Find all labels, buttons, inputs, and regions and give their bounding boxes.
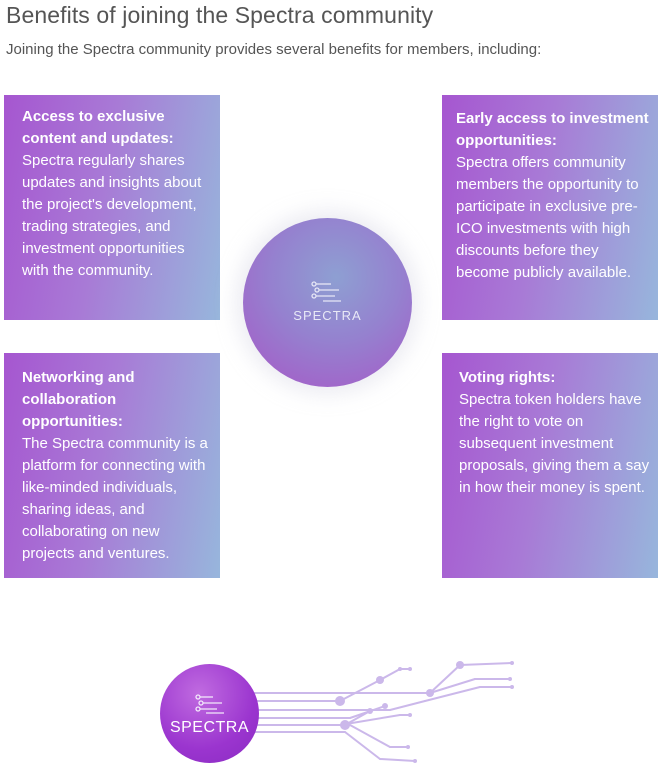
benefit-card-title: Networking and collaboration opportuniti… [22, 369, 135, 430]
circuit-lines-icon [311, 281, 341, 302]
benefit-card-networking: Networking and collaboration opportuniti… [4, 353, 220, 578]
benefit-card-body: Spectra offers community members the opp… [456, 154, 639, 281]
benefit-card-exclusive-content: Access to exclusive content and updates:… [4, 95, 220, 320]
circuit-lines-icon [195, 694, 224, 714]
page-title: Benefits of joining the Spectra communit… [6, 2, 434, 28]
benefit-card-body: Spectra regularly shares updates and ins… [22, 152, 202, 279]
circuit-lines-decoration [250, 661, 514, 763]
benefit-card-title: Early access to investment opportunities… [456, 110, 649, 149]
benefit-card-body: The Spectra community is a platform for … [22, 435, 208, 562]
center-spectra-logo: SPECTRA [243, 218, 412, 387]
center-logo-text: SPECTRA [293, 308, 362, 323]
benefit-card-title: Voting rights: [459, 369, 556, 386]
benefit-card-body: Spectra token holders have the right to … [459, 391, 650, 496]
page-subtitle: Joining the Spectra community provides s… [6, 41, 542, 58]
benefit-card-title: Access to exclusive content and updates: [22, 108, 174, 147]
benefit-card-voting-rights: Voting rights: Spectra token holders hav… [442, 353, 658, 578]
benefit-card-early-access: Early access to investment opportunities… [442, 95, 658, 320]
bottom-logo-text: SPECTRA [169, 719, 250, 736]
bottom-spectra-logo: SPECTRA [160, 664, 259, 763]
